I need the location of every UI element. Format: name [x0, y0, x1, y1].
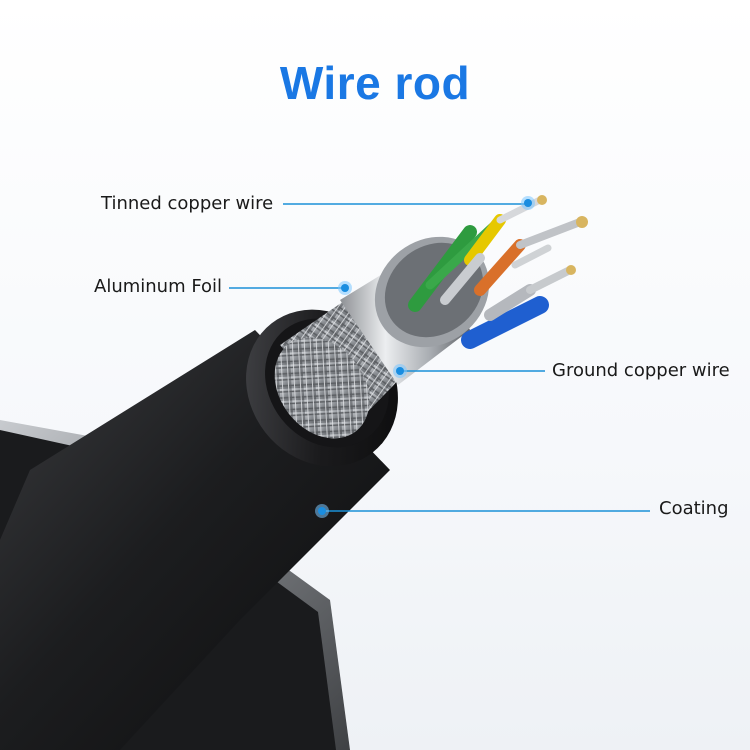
label-aluminum-foil: Aluminum Foil [94, 276, 223, 297]
callout-coating [315, 504, 650, 518]
label-coating: Coating [659, 498, 729, 519]
callout-tinned-copper [283, 196, 535, 210]
callout-ground-copper [393, 364, 545, 378]
conductor-bundle [408, 214, 549, 349]
label-ground-copper-wire: Ground copper wire [552, 360, 730, 381]
page-title: Wire rod [279, 57, 471, 109]
tinned-copper-strands [496, 195, 588, 294]
callout-aluminum-foil [229, 281, 352, 295]
label-tinned-copper-wire: Tinned copper wire [101, 193, 274, 214]
